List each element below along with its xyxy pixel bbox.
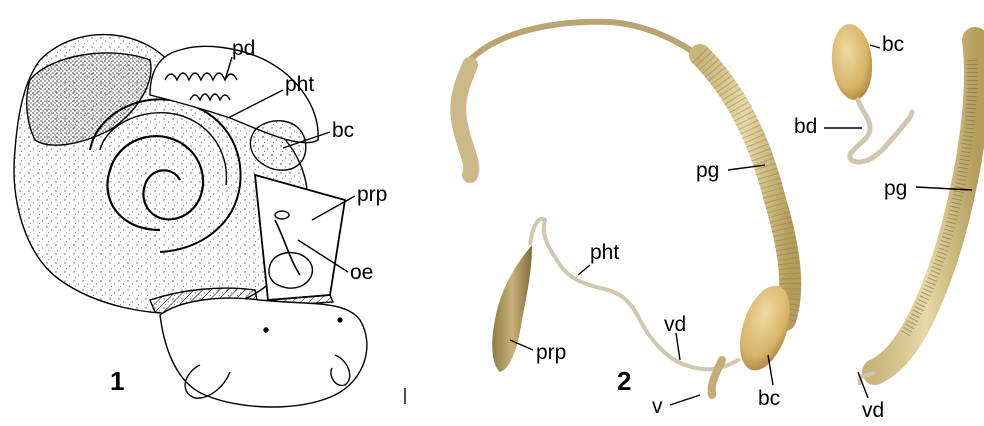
leader-pht2 [578, 265, 590, 275]
label-pg-3: pg [884, 178, 907, 199]
label-pg: pg [696, 160, 719, 181]
albumen-coil [458, 65, 471, 175]
leader-vd [676, 333, 680, 360]
label-pd: pd [232, 38, 255, 59]
label-prp: prp [357, 184, 387, 205]
head-foot [160, 298, 367, 407]
vas-deferens [544, 220, 738, 369]
hermaphrodite-duct [470, 22, 715, 70]
label-vd-3: vd [862, 400, 884, 421]
label-v: v [652, 396, 663, 417]
bursa-copulatrix-3 [829, 22, 875, 101]
prostate-gland [700, 55, 790, 320]
fig3-photo [824, 22, 977, 398]
dissection-window [255, 175, 345, 300]
prostate-gland-3 [875, 40, 977, 372]
label-pht-2: pht [590, 242, 619, 263]
label-pht: pht [285, 74, 314, 95]
label-bc: bc [332, 120, 354, 141]
label-bc-2: bc [758, 388, 780, 409]
eye-dot-2 [338, 318, 342, 322]
label-bc-3: bc [882, 34, 904, 55]
fig2-photo [458, 22, 799, 405]
label-bd: bd [794, 116, 817, 137]
eye-dot [264, 328, 268, 332]
figure-number-1: 1 [110, 368, 124, 394]
label-oe: oe [350, 262, 373, 283]
leader-bc3 [870, 45, 880, 48]
label-prp-2: prp [536, 342, 566, 363]
vagina [712, 360, 722, 395]
figure-number-2: 2 [617, 368, 631, 394]
label-vd: vd [664, 314, 686, 335]
fig1-drawing [14, 35, 405, 407]
bursa-duct [850, 100, 912, 162]
penis [492, 245, 532, 372]
leader-v [670, 395, 700, 405]
